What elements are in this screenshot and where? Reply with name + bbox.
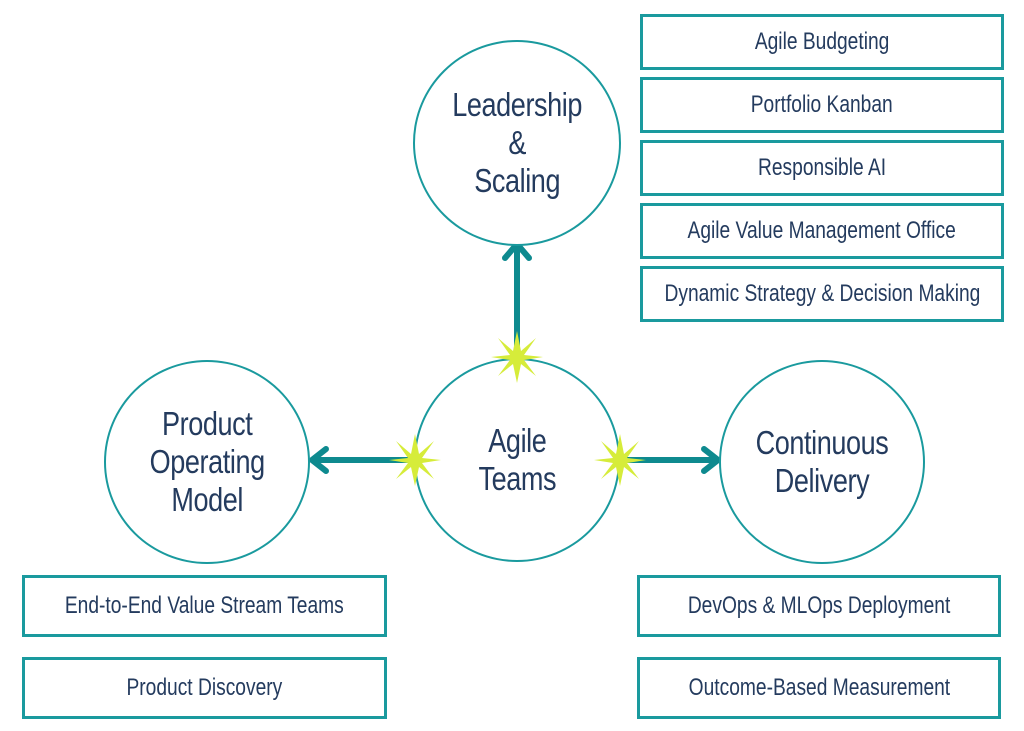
leadership-item-box[interactable]: Dynamic Strategy & Decision Making: [640, 266, 1004, 322]
delivery-item-label: DevOps & MLOps Deployment: [687, 592, 951, 619]
node-delivery-label: Continuous Delivery: [755, 424, 889, 499]
sparkle-star-icon: [389, 434, 441, 486]
sparkle-star-icon: [491, 331, 543, 383]
node-agile-teams-label: Agile Teams: [478, 422, 556, 497]
delivery-item-label: Outcome-Based Measurement: [688, 674, 950, 701]
leadership-item-label: Responsible AI: [757, 154, 887, 181]
leadership-item-box[interactable]: Agile Value Management Office: [640, 203, 1004, 259]
leadership-item-box[interactable]: Agile Budgeting: [640, 14, 1004, 70]
node-leadership-scaling[interactable]: Leadership & Scaling: [413, 40, 621, 246]
node-continuous-delivery[interactable]: Continuous Delivery: [719, 360, 925, 564]
leadership-item-box[interactable]: Responsible AI: [640, 140, 1004, 196]
delivery-item-box[interactable]: DevOps & MLOps Deployment: [637, 575, 1001, 637]
leadership-item-label: Portfolio Kanban: [751, 91, 893, 118]
leadership-item-label: Dynamic Strategy & Decision Making: [664, 280, 980, 307]
leadership-item-label: Agile Budgeting: [754, 28, 890, 55]
product-item-label: Product Discovery: [126, 674, 283, 701]
leadership-item-box[interactable]: Portfolio Kanban: [640, 77, 1004, 133]
node-product-label: Product Operating Model: [149, 405, 265, 518]
sparkle-star-icon: [594, 434, 646, 486]
node-product-operating-model[interactable]: Product Operating Model: [104, 360, 310, 564]
leadership-item-label: Agile Value Management Office: [687, 217, 957, 244]
node-leadership-label: Leadership & Scaling: [452, 86, 582, 199]
node-agile-teams[interactable]: Agile Teams: [414, 358, 620, 562]
product-item-box[interactable]: Product Discovery: [22, 657, 387, 719]
product-item-label: End-to-End Value Stream Teams: [65, 592, 344, 619]
product-item-box[interactable]: End-to-End Value Stream Teams: [22, 575, 387, 637]
delivery-item-box[interactable]: Outcome-Based Measurement: [637, 657, 1001, 719]
